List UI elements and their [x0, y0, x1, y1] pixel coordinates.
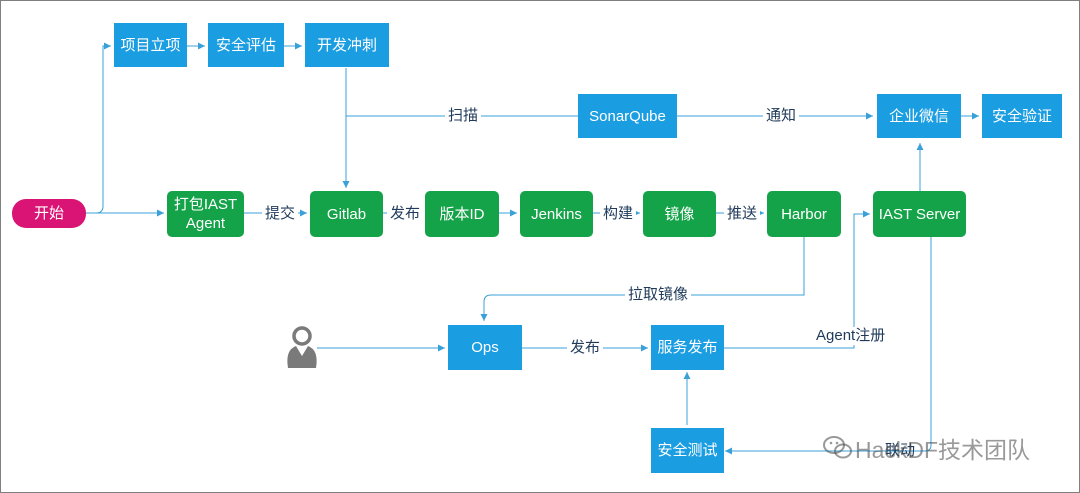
label-publish-2: 发布 — [567, 339, 604, 357]
user-icon — [287, 326, 317, 368]
version-id-node: 版本ID — [425, 191, 499, 237]
wechat-icon — [823, 436, 852, 459]
sonarqube-node: SonarQube — [578, 94, 677, 138]
watermark: HackDF技术团队 — [823, 431, 1030, 465]
edge-agent-register — [724, 210, 870, 349]
watermark-text: HackDF技术团队 — [855, 437, 1031, 463]
security-assessment-node: 安全评估 — [208, 23, 284, 67]
label-pull-image: 拉取镜像 — [625, 286, 692, 304]
ops-node: Ops — [448, 325, 522, 370]
label-commit: 提交 — [262, 205, 299, 223]
label-build: 构建 — [600, 205, 637, 223]
gitlab-node: Gitlab — [310, 191, 383, 237]
service-release-node: 服务发布 — [651, 325, 724, 370]
label-push: 推送 — [724, 205, 761, 223]
label-linkage: 联动 — [885, 442, 916, 459]
pack-iast-agent-node: 打包IAST Agent — [167, 191, 244, 237]
iast-server-node: IAST Server — [873, 191, 966, 237]
image-node: 镜像 — [643, 191, 716, 237]
label-publish-1: 发布 — [387, 205, 424, 223]
security-verification-node: 安全验证 — [982, 94, 1062, 138]
jenkins-node: Jenkins — [520, 191, 593, 237]
label-scan: 扫描 — [445, 107, 482, 125]
enterprise-wechat-node: 企业微信 — [877, 94, 961, 138]
security-test-node: 安全测试 — [651, 428, 724, 473]
harbor-node: Harbor — [767, 191, 841, 237]
project-setup-node: 项目立项 — [114, 23, 187, 67]
edge-iast-to-test — [725, 236, 932, 455]
dev-sprint-node: 开发冲刺 — [305, 23, 389, 67]
edge-start-to-project — [95, 42, 111, 214]
edge-harbor-to-ops — [480, 237, 805, 321]
label-notify: 通知 — [763, 107, 800, 125]
label-agent-register: Agent注册 — [813, 327, 889, 345]
start-node: 开始 — [12, 199, 86, 228]
